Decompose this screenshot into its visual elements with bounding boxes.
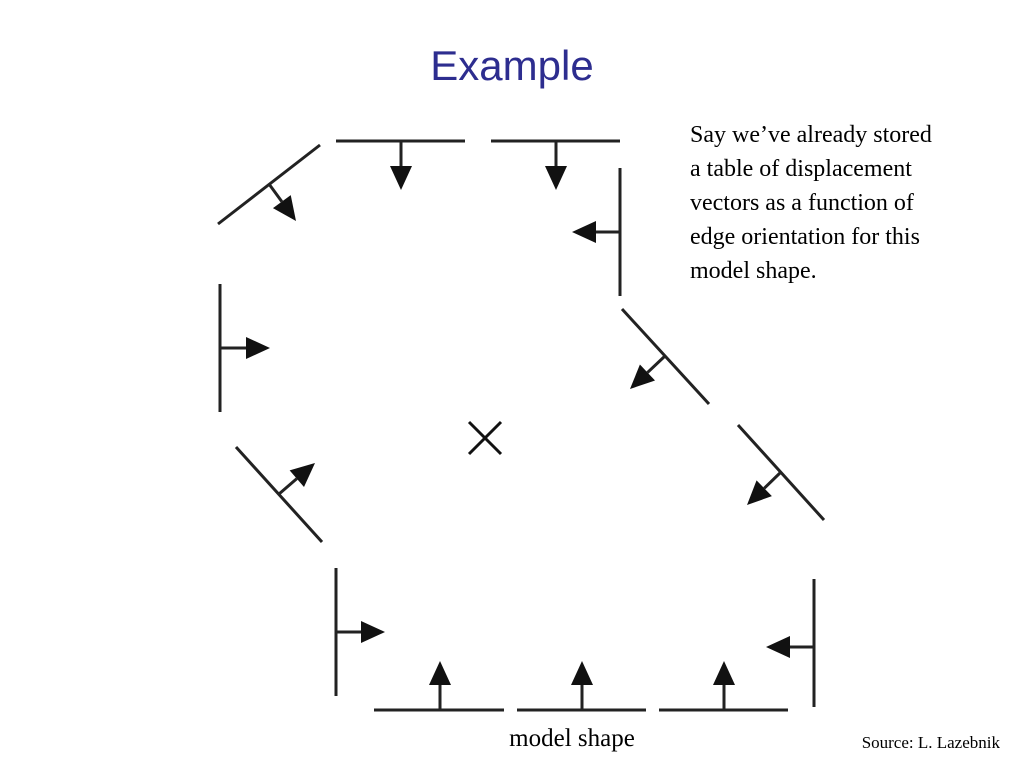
arrow-shaft <box>646 354 667 374</box>
description-line: Say we’ve already stored <box>690 122 932 148</box>
arrow-shaft <box>267 183 284 203</box>
edge-elements <box>217 139 826 712</box>
arrow-icon <box>429 661 451 685</box>
arrow-icon <box>766 636 790 658</box>
edge-element <box>766 579 816 707</box>
arrow-icon <box>572 221 596 243</box>
slide-title: Example <box>430 42 594 89</box>
x-mark-stroke <box>467 420 503 456</box>
arrow-shaft <box>763 470 783 490</box>
reference-point-x-mark-icon <box>467 420 503 456</box>
arrow-icon <box>361 621 385 643</box>
arrow-icon <box>713 661 735 685</box>
arrow-shaft <box>278 477 298 496</box>
arrow-icon <box>571 661 593 685</box>
arrow-icon <box>246 337 270 359</box>
diagram-caption: model shape <box>509 725 635 752</box>
arrow-icon <box>272 195 296 221</box>
arrow-icon <box>390 166 412 190</box>
edge-element <box>374 661 504 712</box>
edge-segment <box>234 445 324 544</box>
edge-element <box>517 661 646 712</box>
arrow-icon <box>630 364 656 389</box>
edge-element <box>336 139 465 190</box>
edge-element <box>234 445 324 544</box>
source-credit: Source: L. Lazebnik <box>861 733 1000 752</box>
edge-segment <box>620 307 711 406</box>
edge-element <box>217 143 321 226</box>
arrow-icon <box>545 166 567 190</box>
edge-element <box>491 139 620 190</box>
arrow-icon <box>747 480 772 505</box>
description-line: vectors as a function of <box>690 190 914 216</box>
description-line: a table of displacement <box>690 156 912 182</box>
edge-element <box>572 168 622 296</box>
edge-element <box>334 568 385 696</box>
edge-element <box>620 307 711 406</box>
description-line: model shape. <box>690 258 817 284</box>
arrow-icon <box>289 463 315 487</box>
edge-element <box>659 661 788 712</box>
description-text: Say we’ve already stored a table of disp… <box>690 118 1010 288</box>
edge-element <box>736 423 826 522</box>
edge-element <box>218 284 270 412</box>
description-line: edge orientation for this <box>690 224 920 250</box>
